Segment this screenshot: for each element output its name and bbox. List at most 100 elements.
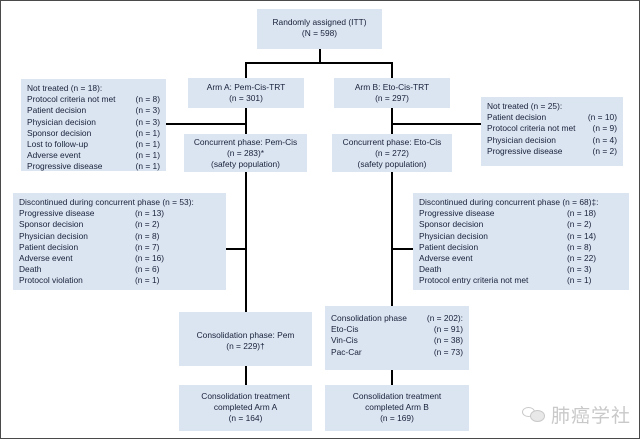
node-not-treated-arm-b: Not treated (n = 25): Patient decision (n… bbox=[481, 97, 623, 166]
reason-count: (n = 8) bbox=[135, 230, 160, 241]
reason-count: (n = 9) bbox=[592, 123, 617, 134]
discontinued-b-rows: Progressive disease(n = 18)Sponsor decis… bbox=[419, 208, 623, 286]
reason-count: (n = 91) bbox=[433, 324, 463, 335]
reason-label: Patient decision bbox=[19, 241, 79, 252]
reason-label: Lost to follow-up bbox=[27, 139, 88, 150]
consolidation-a-line1: Consolidation phase: Pem bbox=[196, 330, 295, 340]
reason-row: Sponsor decision(n = 1) bbox=[27, 128, 160, 139]
reason-row: Progressive disease(n = 1) bbox=[27, 161, 160, 172]
completed-a-line2: completed Arm A bbox=[213, 402, 278, 413]
connector-to-arm-b bbox=[391, 62, 393, 78]
concurrent-b-line2: (n = 272) bbox=[375, 148, 409, 159]
reason-count: (n = 73) bbox=[433, 346, 463, 357]
reason-count: (n = 3) bbox=[135, 116, 160, 127]
watermark-text: 肺癌学社 bbox=[550, 406, 631, 427]
reason-label: Progressive disease bbox=[19, 208, 95, 219]
node-discontinued-concurrent-arm-b: Discontinued during concurrent phase (n … bbox=[413, 193, 629, 290]
completed-a-line3: (n = 164) bbox=[228, 413, 263, 424]
reason-row: Lost to follow-up (n = 1) bbox=[27, 139, 160, 150]
connector-discontinued-b bbox=[391, 248, 413, 250]
discontinued-a-rows: Progressive disease(n = 13)Sponsor decis… bbox=[19, 208, 220, 286]
randomized-line1: Randomly assigned (ITT) bbox=[272, 17, 367, 27]
completed-a-line1: Consolidation treatment bbox=[201, 391, 290, 401]
connector-not-treated-b bbox=[391, 123, 481, 125]
node-randomly-assigned: Randomly assigned (ITT) (N = 598) bbox=[257, 9, 382, 49]
node-arm-b: Arm B: Eto-Cis-TRT (n = 297) bbox=[334, 78, 450, 108]
reason-count: (n = 3) bbox=[135, 105, 160, 116]
completed-b-line3: (n = 169) bbox=[380, 413, 414, 424]
reason-row: Sponsor decision (n = 2) bbox=[19, 219, 220, 230]
reason-count: (n = 6) bbox=[135, 264, 160, 275]
reason-count: (n = 1) bbox=[135, 139, 160, 150]
not-treated-a-title: Not treated (n = 18): bbox=[27, 83, 103, 93]
reason-row: Death (n = 3) bbox=[419, 264, 623, 275]
reason-count: (n = 8) bbox=[135, 94, 160, 105]
node-consolidation-phase-a: Consolidation phase: Pem (n = 229)† bbox=[179, 312, 312, 366]
reason-row: Progressive disease(n = 13) bbox=[19, 208, 220, 219]
reason-label: Sponsor decision bbox=[19, 219, 84, 230]
reason-count: (n = 4) bbox=[592, 134, 617, 145]
reason-label: Eto-Cis bbox=[331, 324, 359, 335]
randomized-line2: (N = 598) bbox=[301, 28, 338, 39]
reason-label: Protocol criteria not met bbox=[487, 123, 576, 134]
connector-consolidation-a-to-completed bbox=[245, 366, 247, 385]
arm-a-line2: (n = 301) bbox=[229, 93, 263, 104]
wechat-watermark: 肺癌学社 bbox=[521, 401, 631, 428]
reason-count: (n = 2) bbox=[135, 219, 160, 230]
reason-label: Sponsor decision bbox=[27, 127, 92, 138]
reason-count: (n = 8) bbox=[567, 241, 592, 252]
reason-row: Protocol entry criteria not met (n = 1) bbox=[419, 275, 623, 286]
concurrent-a-line3: (safety population) bbox=[211, 159, 280, 170]
node-consolidation-completed-arm-b: Consolidation treatment completed Arm B … bbox=[325, 385, 469, 431]
reason-label: Adverse event bbox=[419, 253, 473, 264]
reason-row: Pac-Car(n = 73) bbox=[331, 347, 463, 358]
connector-split-bar bbox=[246, 62, 393, 64]
connector-randomized-down bbox=[319, 49, 321, 63]
concurrent-b-line1: Concurrent phase: Eto-Cis bbox=[342, 137, 442, 147]
completed-b-line2: completed Arm B bbox=[365, 402, 429, 413]
reason-label: Physician decision bbox=[19, 230, 88, 241]
connector-discontinued-a bbox=[226, 248, 246, 250]
discontinued-b-title: Discontinued during concurrent phase (n … bbox=[419, 197, 599, 207]
reason-label: Adverse event bbox=[27, 150, 81, 161]
reason-count: (n = 2) bbox=[592, 145, 617, 156]
reason-row: Vin-Cis(n = 38) bbox=[331, 335, 463, 346]
reason-label: Protocol violation bbox=[19, 275, 83, 286]
reason-row: Physician decision(n = 3) bbox=[27, 117, 160, 128]
consolidation-b-title-value: (n = 202): bbox=[426, 313, 463, 323]
node-concurrent-phase-b: Concurrent phase: Eto-Cis (n = 272) (saf… bbox=[332, 134, 452, 172]
not-treated-b-title: Not treated (n = 25): bbox=[487, 101, 563, 111]
discontinued-a-title: Discontinued during concurrent phase (n … bbox=[19, 197, 194, 207]
reason-count: (n = 3) bbox=[567, 264, 592, 275]
reason-label: Patient decision bbox=[487, 112, 547, 123]
connector-concurrent-a-to-consolidation bbox=[245, 172, 247, 312]
consolidation-a-line2: (n = 229)† bbox=[226, 341, 265, 352]
concurrent-b-line3: (safety population) bbox=[357, 159, 427, 170]
consolidation-b-title-label: Consolidation phase bbox=[331, 313, 407, 323]
reason-label: Progressive disease bbox=[27, 161, 103, 172]
reason-row: Physician decision (n = 14) bbox=[419, 231, 623, 242]
reason-count: (n = 1) bbox=[567, 275, 592, 286]
connector-consolidation-b-to-completed bbox=[391, 370, 393, 385]
concurrent-a-line2: (n = 283)* bbox=[226, 148, 264, 159]
reason-count: (n = 14) bbox=[567, 230, 597, 241]
reason-label: Adverse event bbox=[19, 253, 73, 264]
reason-label: Death bbox=[419, 264, 442, 275]
reason-label: Physician decision bbox=[487, 134, 556, 145]
reason-count: (n = 2) bbox=[567, 219, 592, 230]
reason-count: (n = 10) bbox=[587, 112, 617, 123]
reason-count: (n = 1) bbox=[135, 150, 160, 161]
reason-row: Patient decision(n = 8) bbox=[419, 242, 623, 253]
reason-row: Protocol criteria not met (n = 9) bbox=[487, 123, 617, 134]
wechat-logo-icon bbox=[521, 405, 546, 424]
node-consolidation-completed-arm-a: Consolidation treatment completed Arm A … bbox=[179, 385, 312, 431]
reason-label: Sponsor decision bbox=[419, 219, 484, 230]
reason-label: Progressive disease bbox=[419, 208, 495, 219]
reason-label: Protocol entry criteria not met bbox=[419, 275, 529, 286]
reason-label: Patient decision bbox=[27, 105, 87, 116]
concurrent-a-line1: Concurrent phase: Pem-Cis bbox=[193, 137, 298, 147]
connector-to-arm-a bbox=[245, 62, 247, 78]
reason-label: Physician decision bbox=[419, 230, 488, 241]
reason-row: Progressive disease(n = 18) bbox=[419, 208, 623, 219]
reason-count: (n = 16) bbox=[135, 253, 165, 264]
